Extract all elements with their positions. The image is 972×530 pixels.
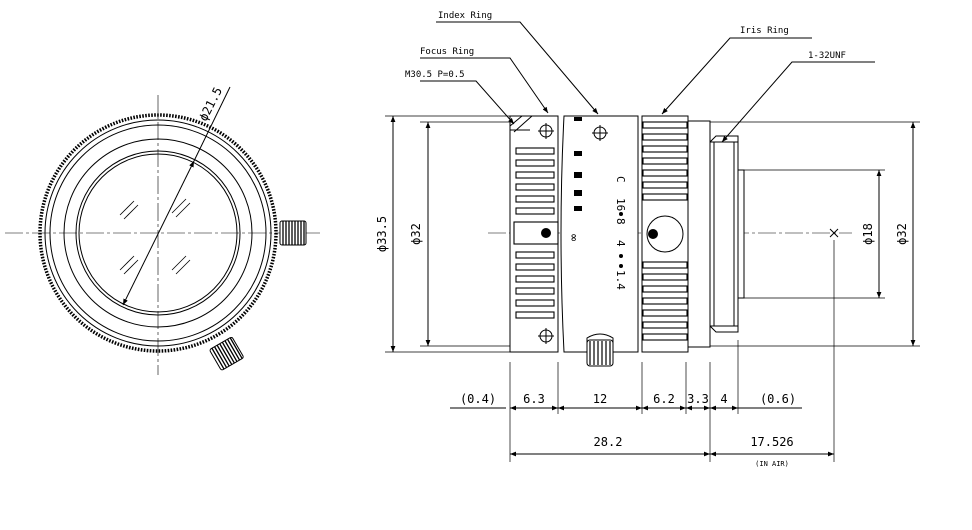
diameter-33.5-label: ϕ33.5 xyxy=(375,216,389,252)
dim-total-length: 28.2 xyxy=(594,435,623,449)
focus-index-dot xyxy=(541,228,551,238)
index-ring-marks xyxy=(574,117,582,211)
iris-value-4: 4 xyxy=(614,240,627,247)
iris-ring-leader xyxy=(661,37,812,115)
front-iris-knob xyxy=(279,220,307,246)
focus-infinity-mark: ∞ xyxy=(567,234,581,241)
front-barrel-edge xyxy=(63,138,253,328)
image-plane-mark xyxy=(829,228,839,238)
diameter-dimension-line xyxy=(122,160,195,306)
dim-mount: 4 xyxy=(720,392,727,406)
diameter-32-right-label: ϕ32 xyxy=(895,223,909,245)
focus-ring-thread-chamfer xyxy=(509,115,533,133)
side-focus-knob xyxy=(586,333,614,367)
dim-focus-ring: 6.3 xyxy=(523,392,545,406)
thread-label: M30.5 P=0.5 xyxy=(405,70,465,80)
mount-leader xyxy=(721,61,875,143)
dim-front-gap: (0.4) xyxy=(460,392,496,406)
index-ring-leader xyxy=(436,21,599,115)
outer-ring-inner-edge xyxy=(44,119,272,347)
thread-leader xyxy=(420,80,515,125)
iris-index-dot xyxy=(648,229,658,239)
c-mount-flange xyxy=(713,142,735,326)
side-view xyxy=(385,21,920,462)
iris-dot-2 xyxy=(619,254,623,258)
diameter-32-left-label: ϕ32 xyxy=(409,223,423,245)
focus-ring-leader xyxy=(420,57,549,114)
focus-screw-bottom xyxy=(538,328,554,344)
front-focus-knob xyxy=(209,336,244,371)
rear-body xyxy=(687,120,711,348)
iris-value-1.4: 1.4 xyxy=(614,270,627,290)
glass-outer-edge xyxy=(75,150,241,316)
focus-screw-top xyxy=(538,123,554,139)
diameter-18-label: ϕ18 xyxy=(861,223,875,245)
outer-ring-second-edge xyxy=(49,124,267,342)
iris-ring-label: Iris Ring xyxy=(740,26,789,36)
mount-label: 1-32UNF xyxy=(808,51,846,61)
knurled-outer-ring xyxy=(38,113,278,353)
iris-dot-3 xyxy=(619,264,623,268)
iris-lock-screw xyxy=(646,215,684,253)
mount-letter: C xyxy=(614,176,627,183)
focus-ring-label: Focus Ring xyxy=(420,47,474,57)
iris-dot-1 xyxy=(619,212,623,216)
index-screw xyxy=(592,125,608,141)
glass-reflection-marks xyxy=(119,198,191,275)
dim-rear-gap: (0.6) xyxy=(760,392,796,406)
dim-back-focus-note: (IN AIR) xyxy=(755,460,789,468)
dim-back-focus: 17.526 xyxy=(750,435,793,449)
dim-index-ring: 12 xyxy=(593,392,607,406)
iris-ring-knurl xyxy=(642,121,688,341)
rear-barrel xyxy=(737,169,745,299)
front-glass xyxy=(78,153,238,313)
front-diameter-label: ϕ21.5 xyxy=(196,85,225,124)
index-ring-label: Index Ring xyxy=(438,11,492,21)
dim-iris-ring: 6.2 xyxy=(653,392,675,406)
dim-rear-body: 3.3 xyxy=(687,392,709,406)
c-mount-thread xyxy=(709,141,739,327)
iris-value-8: 8 xyxy=(614,218,627,225)
front-view xyxy=(5,86,322,375)
diameter-leader-line xyxy=(193,86,231,162)
focus-ring-knurl xyxy=(513,147,559,319)
iris-value-16: 16 xyxy=(614,198,627,211)
length-extension-lines xyxy=(509,240,835,462)
